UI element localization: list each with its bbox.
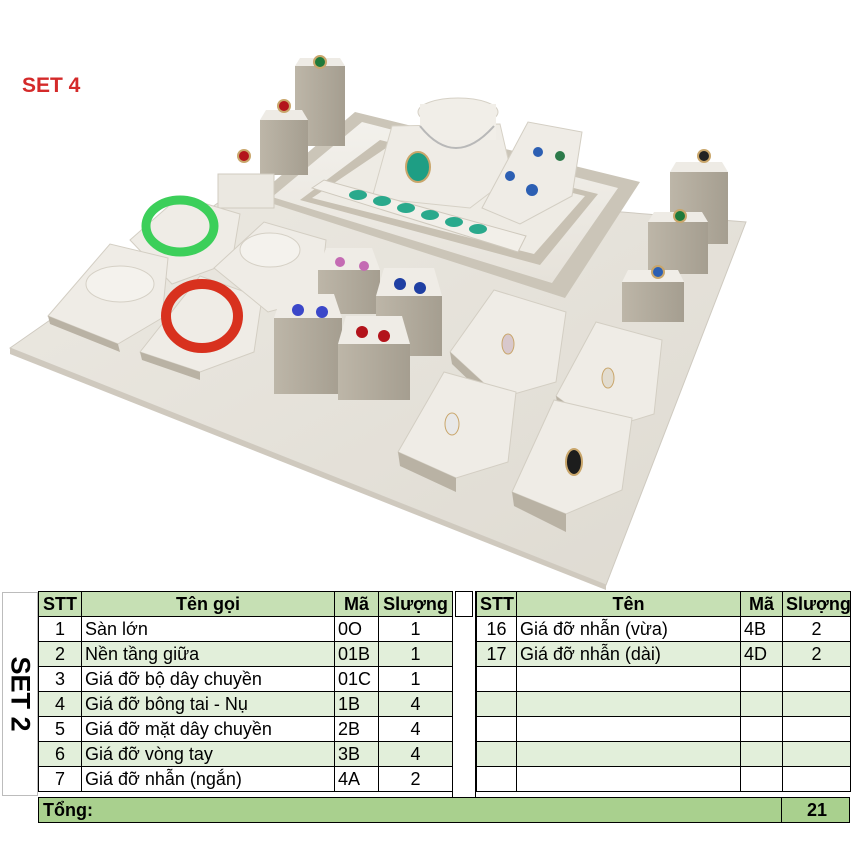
table-header-row: STT Tên gọi Mã Slượng (38, 591, 453, 617)
cell-name: Giá đỡ nhẫn (dài) (516, 641, 741, 667)
side-set-label: SET 2 (2, 592, 38, 796)
cell-name: Giá đỡ nhẫn (vừa) (516, 616, 741, 642)
earring-cubes (274, 248, 442, 400)
header-name: Tên (516, 591, 741, 617)
cell-stt: 16 (476, 616, 517, 642)
header-stt: STT (38, 591, 82, 617)
cell-qty: 2 (378, 766, 453, 792)
cell-qty: 4 (378, 691, 453, 717)
table-row: 7 Giá đỡ nhẫn (ngắn) 4A 2 (38, 766, 453, 792)
cell-name: Nền tầng giữa (81, 641, 335, 667)
parts-table-right: STT Tên Mã Slượng 16 Giá đỡ nhẫn (vừa) 4… (476, 591, 851, 792)
product-photo (8, 55, 747, 590)
table-row: 2 Nền tầng giữa 01B 1 (38, 641, 453, 667)
cell-name: Giá đỡ bộ dây chuyền (81, 666, 335, 692)
cell-code: 4A (334, 766, 379, 792)
header-stt: STT (476, 591, 517, 617)
cell-name: Giá đỡ nhẫn (ngắn) (81, 766, 335, 792)
cell-qty: 2 (782, 641, 851, 667)
cell-code: 4B (740, 616, 783, 642)
table-row: 6 Giá đỡ vòng tay 3B 4 (38, 741, 453, 767)
cell-name: Sàn lớn (81, 616, 335, 642)
header-name: Tên gọi (81, 591, 335, 617)
cell-qty: 1 (378, 641, 453, 667)
cell-qty: 1 (378, 616, 453, 642)
cell-stt: 6 (38, 741, 82, 767)
cell-code: 01B (334, 641, 379, 667)
table-row: 5 Giá đỡ mặt dây chuyền 2B 4 (38, 716, 453, 742)
header-qty: Slượng (782, 591, 851, 617)
table-row: 16 Giá đỡ nhẫn (vừa) 4B 2 (476, 616, 851, 642)
table-row: 4 Giá đỡ bông tai - Nụ 1B 4 (38, 691, 453, 717)
cell-name: Giá đỡ mặt dây chuyền (81, 716, 335, 742)
header-code: Mã (334, 591, 379, 617)
cell-stt: 4 (38, 691, 82, 717)
ring-cubes-left (217, 55, 345, 209)
cell-stt: 17 (476, 641, 517, 667)
table-row-empty (476, 666, 851, 692)
side-set-label-text: SET 2 (5, 656, 36, 732)
cell-stt: 3 (38, 666, 82, 692)
table-row-empty (476, 691, 851, 717)
cell-qty: 4 (378, 716, 453, 742)
bracelet-bar (310, 179, 527, 253)
set-title: SET 4 (22, 74, 81, 97)
cell-code: 2B (334, 716, 379, 742)
cell-qty: 4 (378, 741, 453, 767)
table-separator (452, 591, 476, 797)
cell-name: Giá đỡ bông tai - Nụ (81, 691, 335, 717)
cell-stt: 5 (38, 716, 82, 742)
cell-stt: 7 (38, 766, 82, 792)
table-row: 1 Sàn lớn 0O 1 (38, 616, 453, 642)
table-row-empty (476, 716, 851, 742)
parts-table-left: STT Tên gọi Mã Slượng 1 Sàn lớn 0O 1 2 N… (38, 591, 453, 792)
table-row: 3 Giá đỡ bộ dây chuyền 01C 1 (38, 666, 453, 692)
cell-code: 4D (740, 641, 783, 667)
necklace-bust (371, 97, 513, 209)
cell-qty: 2 (782, 616, 851, 642)
cell-code: 1B (334, 691, 379, 717)
bangle-stands (47, 195, 327, 380)
cell-stt: 2 (38, 641, 82, 667)
table-row: 17 Giá đỡ nhẫn (dài) 4D 2 (476, 641, 851, 667)
table-row-empty (476, 741, 851, 767)
table-header-row: STT Tên Mã Slượng (476, 591, 851, 617)
pendant-stands (397, 289, 663, 532)
header-qty: Slượng (378, 591, 453, 617)
cell-stt: 1 (38, 616, 82, 642)
total-label: Tổng: (43, 800, 93, 820)
cell-code: 01C (334, 666, 379, 692)
cell-code: 0O (334, 616, 379, 642)
header-code: Mã (740, 591, 783, 617)
ring-cubes-right (622, 149, 728, 322)
cell-name: Giá đỡ vòng tay (81, 741, 335, 767)
cell-code: 3B (334, 741, 379, 767)
total-row: Tổng: 21 (38, 797, 850, 823)
cell-qty: 1 (378, 666, 453, 692)
table-row-empty (476, 766, 851, 792)
total-value: 21 (781, 798, 852, 822)
